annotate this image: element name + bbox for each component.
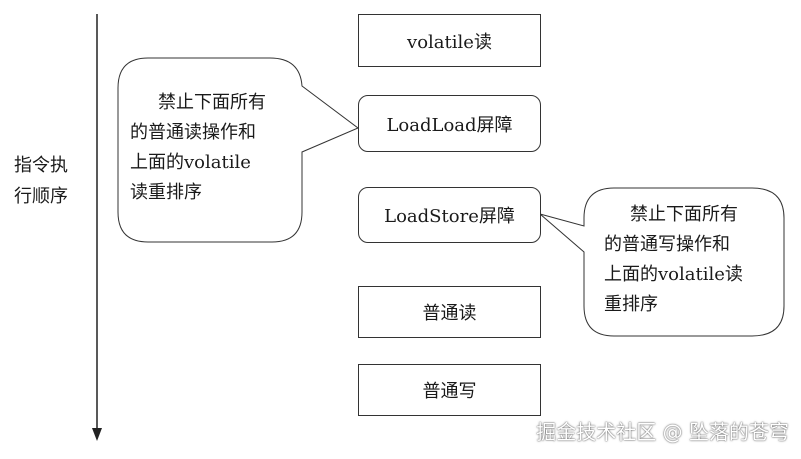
loadload-barrier-label: LoadLoad屏障 <box>386 114 513 136</box>
loadload-barrier-box: LoadLoad屏障 <box>358 95 541 152</box>
normal-write-label: 普通写 <box>422 381 477 402</box>
axis-label-line-2: 行顺序 <box>14 186 68 207</box>
left-callout-line-2: 的普通读操作和 <box>130 122 256 143</box>
left-callout-bubble <box>117 57 359 243</box>
left-callout-line-4: 读重排序 <box>130 182 202 203</box>
normal-write-box: 普通写 <box>358 364 541 416</box>
normal-read-box: 普通读 <box>358 286 541 338</box>
right-callout-line-4: 重排序 <box>604 294 658 315</box>
loadstore-barrier-box: LoadStore屏障 <box>358 187 541 243</box>
right-callout-line-3: 上面的volatile读 <box>604 264 743 285</box>
volatile-read-box: volatile读 <box>358 14 541 67</box>
axis-label: 指令执 行顺序 <box>14 150 68 212</box>
left-callout-line-1: 禁止下面所有 <box>158 92 266 113</box>
watermark-text: 掘金技术社区 @ 坠落的苍穹 <box>536 420 789 444</box>
right-callout-bubble <box>539 187 785 337</box>
right-callout-line-1: 禁止下面所有 <box>630 204 738 225</box>
left-callout-text: 禁止下面所有 的普通读操作和 上面的volatile 读重排序 <box>130 88 266 208</box>
order-axis-arrowhead <box>92 428 102 441</box>
axis-label-line-1: 指令执 <box>14 155 68 176</box>
volatile-read-label: volatile读 <box>407 31 492 53</box>
normal-read-label: 普通读 <box>422 303 477 324</box>
right-callout-text: 禁止下面所有 的普通写操作和 上面的volatile读 重排序 <box>604 200 743 320</box>
right-callout-line-2: 的普通写操作和 <box>604 234 730 255</box>
loadstore-barrier-label: LoadStore屏障 <box>384 206 515 227</box>
left-callout-line-3: 上面的volatile <box>130 152 251 173</box>
